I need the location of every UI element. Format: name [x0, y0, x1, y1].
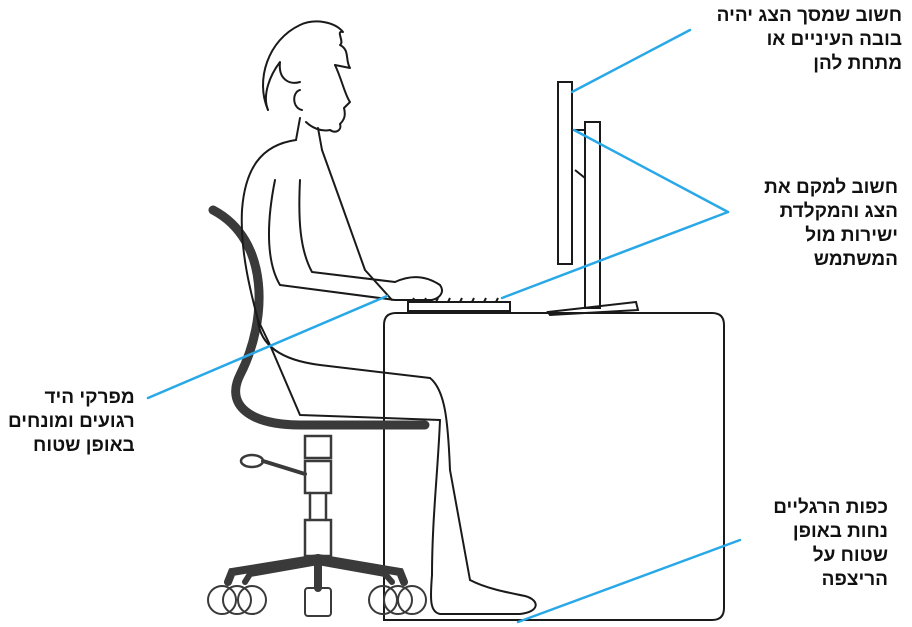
callout-position-monitor [574, 130, 728, 212]
callout-elbows [148, 296, 387, 398]
chair [208, 210, 426, 616]
label-line: הצג והמקלדת [764, 200, 898, 224]
label-monitor-height: חשוב שמסך הצג יהיה בובה העיניים או מתחת … [717, 4, 902, 76]
label-line: בובה העיניים או [717, 28, 902, 52]
label-line: ישירות מול [764, 224, 898, 248]
label-line: שטוח על [773, 544, 888, 568]
label-line: הריצפה [773, 568, 888, 592]
label-elbows: מפרקי היד רגועים ומונחים באופן שטוח [8, 386, 135, 458]
label-feet: כפות הרגליים נחות באופן שטוח על הריצפה [773, 496, 888, 592]
label-line: נחות באופן [773, 520, 888, 544]
label-position: חשוב למקם את הצג והמקלדת ישירות מול המשת… [764, 176, 898, 272]
callout-monitor-height [572, 30, 690, 92]
monitor [548, 82, 638, 315]
label-line: חשוב שמסך הצג יהיה [717, 4, 902, 28]
callout-feet [518, 540, 740, 622]
desk [384, 313, 724, 620]
callout-lines [148, 30, 740, 622]
label-line: מפרקי היד [8, 386, 135, 410]
label-line: כפות הרגליים [773, 496, 888, 520]
person [242, 21, 536, 614]
label-line: מתחת להן [717, 52, 902, 76]
label-line: רגועים ומונחים [8, 410, 135, 434]
label-line: חשוב למקם את [764, 176, 898, 200]
callout-position-keyboard [502, 212, 728, 298]
label-line: באופן שטוח [8, 434, 135, 458]
label-line: המשתמש [764, 248, 898, 272]
